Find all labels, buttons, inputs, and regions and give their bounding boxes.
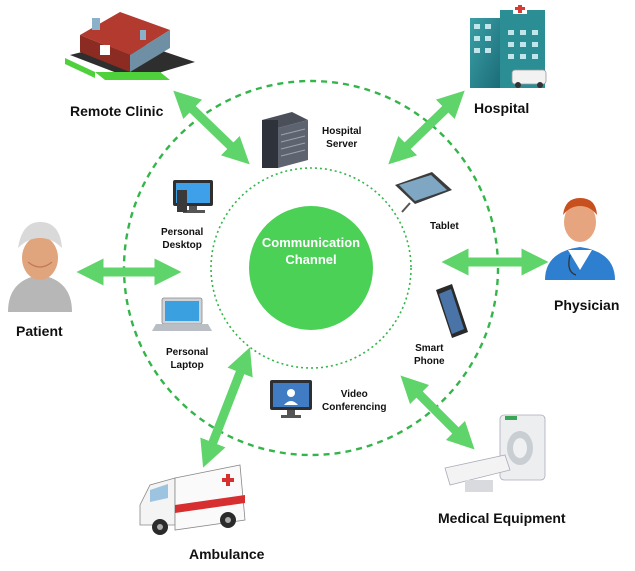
smartphone-icon: [436, 284, 468, 338]
arrow-hospital: [388, 90, 465, 165]
arrow-medical-equipment: [400, 375, 475, 450]
arrow-remote-clinic: [173, 90, 250, 165]
remote-clinic-icon: [65, 12, 195, 80]
personal-laptop-label-line2: Laptop: [170, 360, 204, 371]
video-conferencing-icon: [270, 380, 312, 418]
ambulance-label: Ambulance: [189, 546, 265, 562]
tablet-icon: [395, 172, 452, 213]
personal-laptop-label-line1: Personal: [166, 347, 209, 358]
patient-icon: [8, 222, 72, 312]
video-conferencing-label-line1: Video: [340, 389, 368, 400]
desktop-icon: [173, 180, 213, 213]
video-conferencing-label-line2: Conferencing: [322, 402, 387, 413]
hospital-icon: [470, 4, 547, 88]
smart-phone-label-line2: Phone: [414, 356, 445, 367]
physician-label: Physician: [554, 297, 620, 313]
hospital-server-label-line1: Hospital: [322, 126, 362, 137]
smart-phone-label: Smart Phone: [414, 342, 445, 368]
hospital-label: Hospital: [474, 100, 530, 116]
server-icon: [262, 112, 308, 168]
center-label-line2: Channel: [285, 252, 337, 267]
personal-desktop-label: Personal Desktop: [161, 226, 203, 252]
arrow-ambulance: [200, 347, 253, 468]
center-label-line1: Communication: [261, 235, 361, 250]
physician-icon: [545, 198, 615, 280]
patient-label: Patient: [16, 323, 63, 339]
personal-desktop-label-line2: Desktop: [162, 240, 202, 251]
personal-laptop-label: Personal Laptop: [166, 346, 208, 372]
inner-dotted-ring: [210, 167, 412, 369]
personal-desktop-label-line1: Personal: [161, 227, 204, 238]
laptop-icon: [152, 297, 212, 331]
remote-clinic-label: Remote Clinic: [70, 103, 164, 119]
hospital-server-label-line2: Server: [326, 139, 358, 150]
smart-phone-label-line1: Smart: [415, 343, 444, 354]
hospital-server-label: Hospital Server: [322, 125, 361, 151]
center-label: Communication Channel: [236, 234, 386, 268]
medical-equipment-icon: [444, 414, 546, 492]
video-conferencing-label: Video Conferencing: [322, 388, 386, 414]
medical-equipment-label: Medical Equipment: [438, 510, 566, 526]
tablet-label: Tablet: [430, 221, 459, 232]
center-circle: [249, 206, 373, 330]
ambulance-icon: [139, 464, 246, 535]
